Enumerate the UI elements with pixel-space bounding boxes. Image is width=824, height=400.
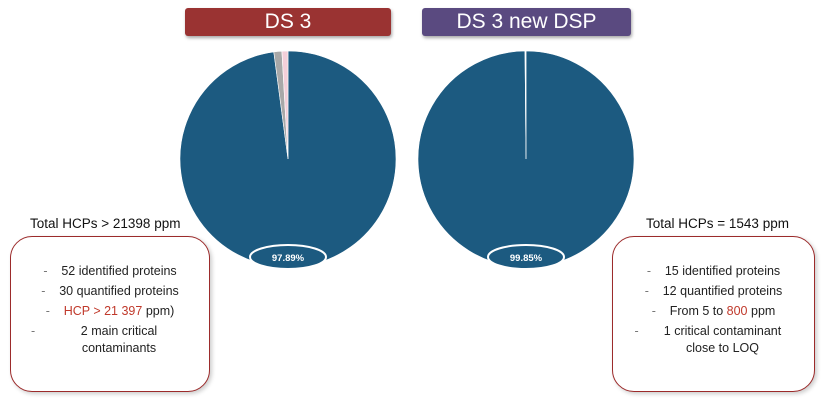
- highlight-text: 800: [726, 304, 748, 318]
- summary-item-text: 1 critical contaminant close to LOQ: [653, 323, 793, 357]
- pie-slice-0-2: [281, 50, 289, 160]
- summary-item-text: 2 main critical contaminants: [49, 323, 189, 357]
- summary-item-text: 30 quantified proteins: [59, 283, 179, 300]
- pie-slice-1-1: [524, 50, 527, 160]
- pie-data-label-text-0: 97.89%: [272, 253, 305, 264]
- summary-item-left-0: -52 identified proteins: [19, 263, 201, 280]
- summary-item-left-3: - 2 main critical contaminants: [19, 323, 201, 357]
- summary-box-left: -52 identified proteins-30 quantified pr…: [10, 236, 210, 392]
- item-text-part: 1 critical contaminant close to LOQ: [663, 324, 782, 355]
- item-text-part: 52 identified proteins: [61, 264, 177, 278]
- bullet-dash: -: [651, 304, 656, 318]
- total-hcps-left: Total HCPs > 21398 ppm: [30, 216, 181, 231]
- pie-data-label-0: 97.89%: [249, 244, 327, 270]
- bullet-dash: -: [634, 324, 639, 338]
- item-text-part: ppm: [747, 304, 776, 318]
- summary-list-left: -52 identified proteins-30 quantified pr…: [11, 237, 209, 357]
- summary-item-right-0: -15 identified proteins: [621, 263, 806, 280]
- summary-item-left-2: -HCP > 21 397 ppm): [19, 303, 201, 320]
- summary-item-text: 12 quantified proteins: [663, 283, 783, 300]
- highlight-text: HCP > 21 397: [63, 304, 143, 318]
- summary-item-right-3: - 1 critical contaminant close to LOQ: [621, 323, 806, 357]
- pie-chart-ds3: 97.89%: [179, 50, 397, 270]
- total-hcps-right: Total HCPs = 1543 ppm: [646, 216, 789, 231]
- bullet-dash: -: [45, 304, 50, 318]
- summary-item-right-2: -From 5 to 800 ppm: [621, 303, 806, 320]
- bullet-dash: -: [644, 284, 649, 298]
- item-text-part: ppm): [142, 304, 175, 318]
- pie-data-label-text-1: 99.85%: [510, 253, 543, 264]
- chart-title-ds3-new-dsp: DS 3 new DSP: [422, 8, 631, 36]
- item-text-part: From 5 to: [669, 304, 727, 318]
- summary-item-text: 15 identified proteins: [665, 263, 780, 280]
- bullet-dash: -: [41, 284, 46, 298]
- summary-item-text: HCP > 21 397 ppm): [64, 303, 175, 320]
- summary-item-text: 52 identified proteins: [61, 263, 176, 280]
- item-text-part: 2 main critical contaminants: [80, 324, 158, 355]
- item-text-part: 30 quantified proteins: [59, 284, 179, 298]
- bullet-dash: -: [646, 264, 651, 278]
- item-text-part: 15 identified proteins: [664, 264, 781, 278]
- summary-item-left-1: -30 quantified proteins: [19, 283, 201, 300]
- chart-title-ds3: DS 3: [185, 8, 391, 36]
- pie-chart-ds3-new-dsp: 99.85%: [417, 50, 635, 270]
- pie-data-label-1: 99.85%: [487, 244, 565, 270]
- item-text-part: 12 quantified proteins: [662, 284, 783, 298]
- summary-item-text: From 5 to 800 ppm: [670, 303, 776, 320]
- summary-box-right: -15 identified proteins-12 quantified pr…: [612, 236, 815, 392]
- summary-item-right-1: -12 quantified proteins: [621, 283, 806, 300]
- summary-list-right: -15 identified proteins-12 quantified pr…: [613, 237, 814, 357]
- bullet-dash: -: [43, 264, 48, 278]
- bullet-dash: -: [31, 324, 36, 338]
